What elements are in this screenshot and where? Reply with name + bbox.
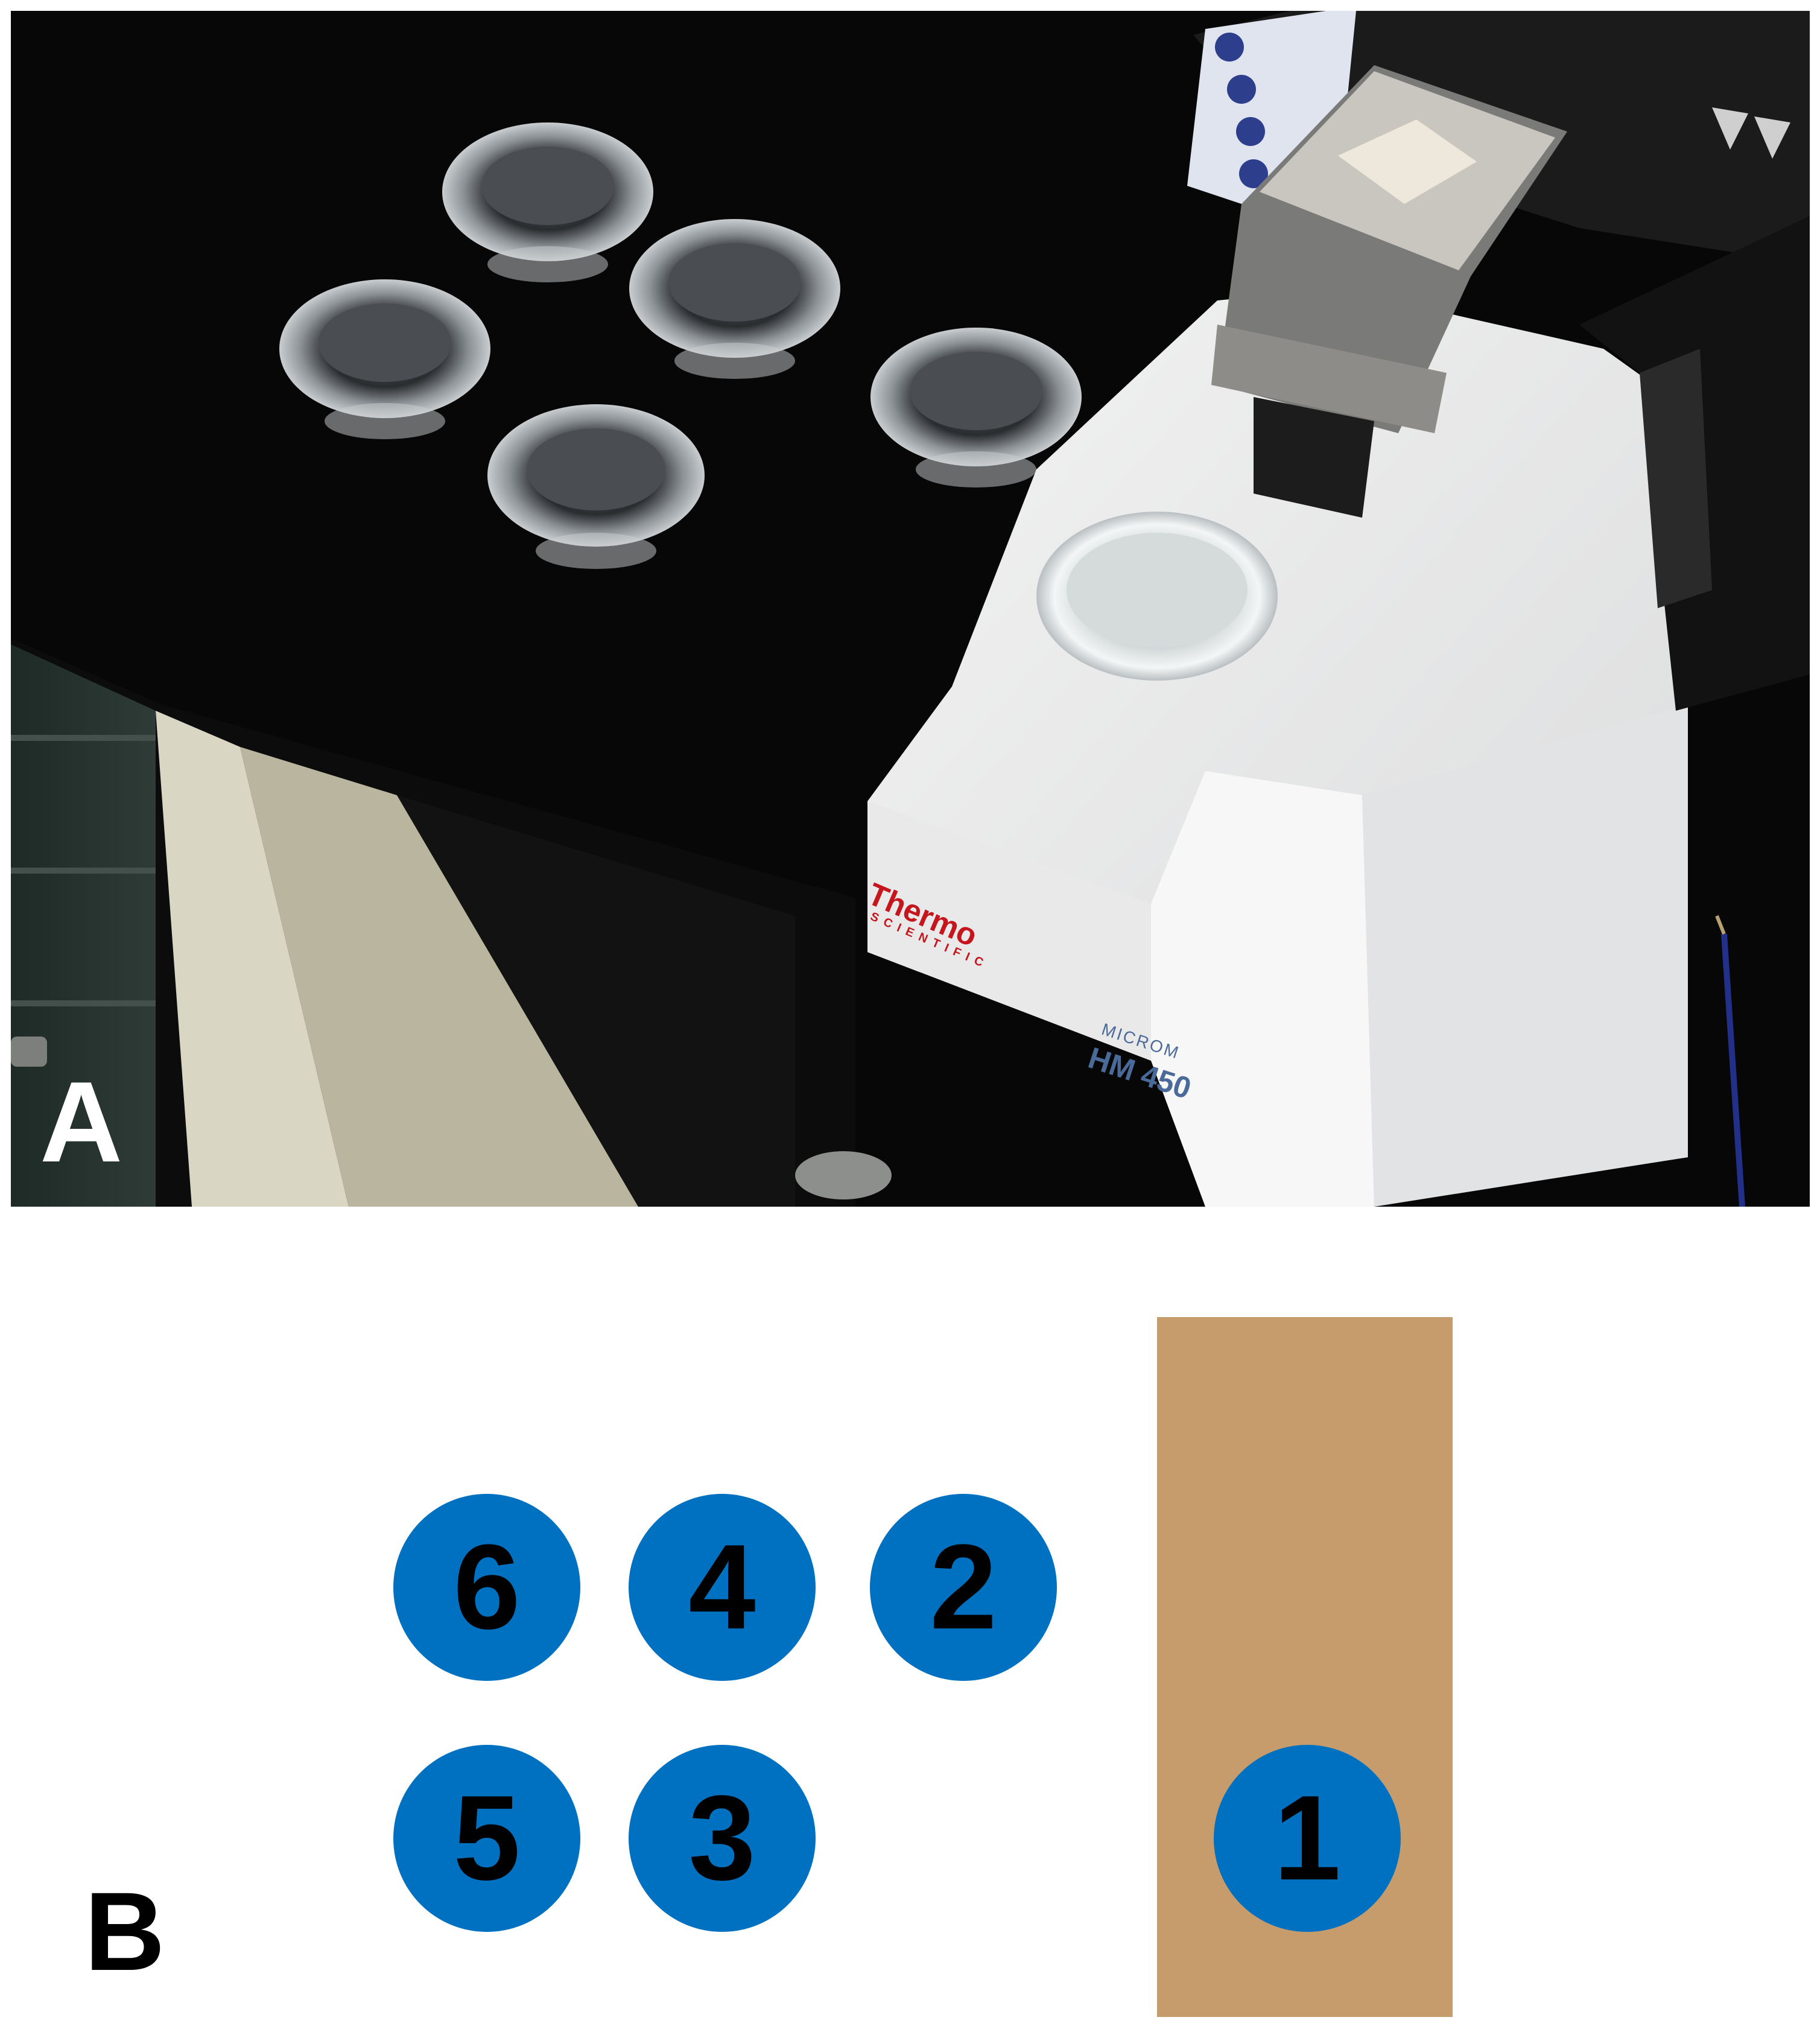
panel-a-photo	[11, 11, 1810, 1207]
position-2-circle: 2	[870, 1494, 1057, 1681]
position-3-circle: 3	[629, 1745, 816, 1932]
position-4-number: 4	[688, 1520, 756, 1654]
position-4-circle: 4	[629, 1494, 816, 1681]
lab-bench-photo	[11, 11, 1810, 1207]
water-cup	[279, 279, 490, 439]
water-cup	[629, 219, 840, 379]
position-6-circle: 6	[393, 1494, 580, 1681]
position-3-number: 3	[688, 1771, 756, 1905]
position-6-number: 6	[453, 1520, 521, 1654]
water-cup	[487, 404, 705, 569]
position-1-circle: 1	[1214, 1745, 1401, 1932]
glass-bowl	[1036, 512, 1278, 681]
water-cup	[442, 122, 653, 282]
panel-b-label: B	[84, 1870, 165, 1994]
position-1-number: 1	[1273, 1771, 1341, 1905]
position-5-number: 5	[453, 1771, 521, 1905]
position-2-number: 2	[930, 1520, 997, 1654]
panel-a-label: A	[40, 1058, 123, 1186]
water-cup	[870, 328, 1082, 487]
position-5-circle: 5	[393, 1745, 580, 1932]
